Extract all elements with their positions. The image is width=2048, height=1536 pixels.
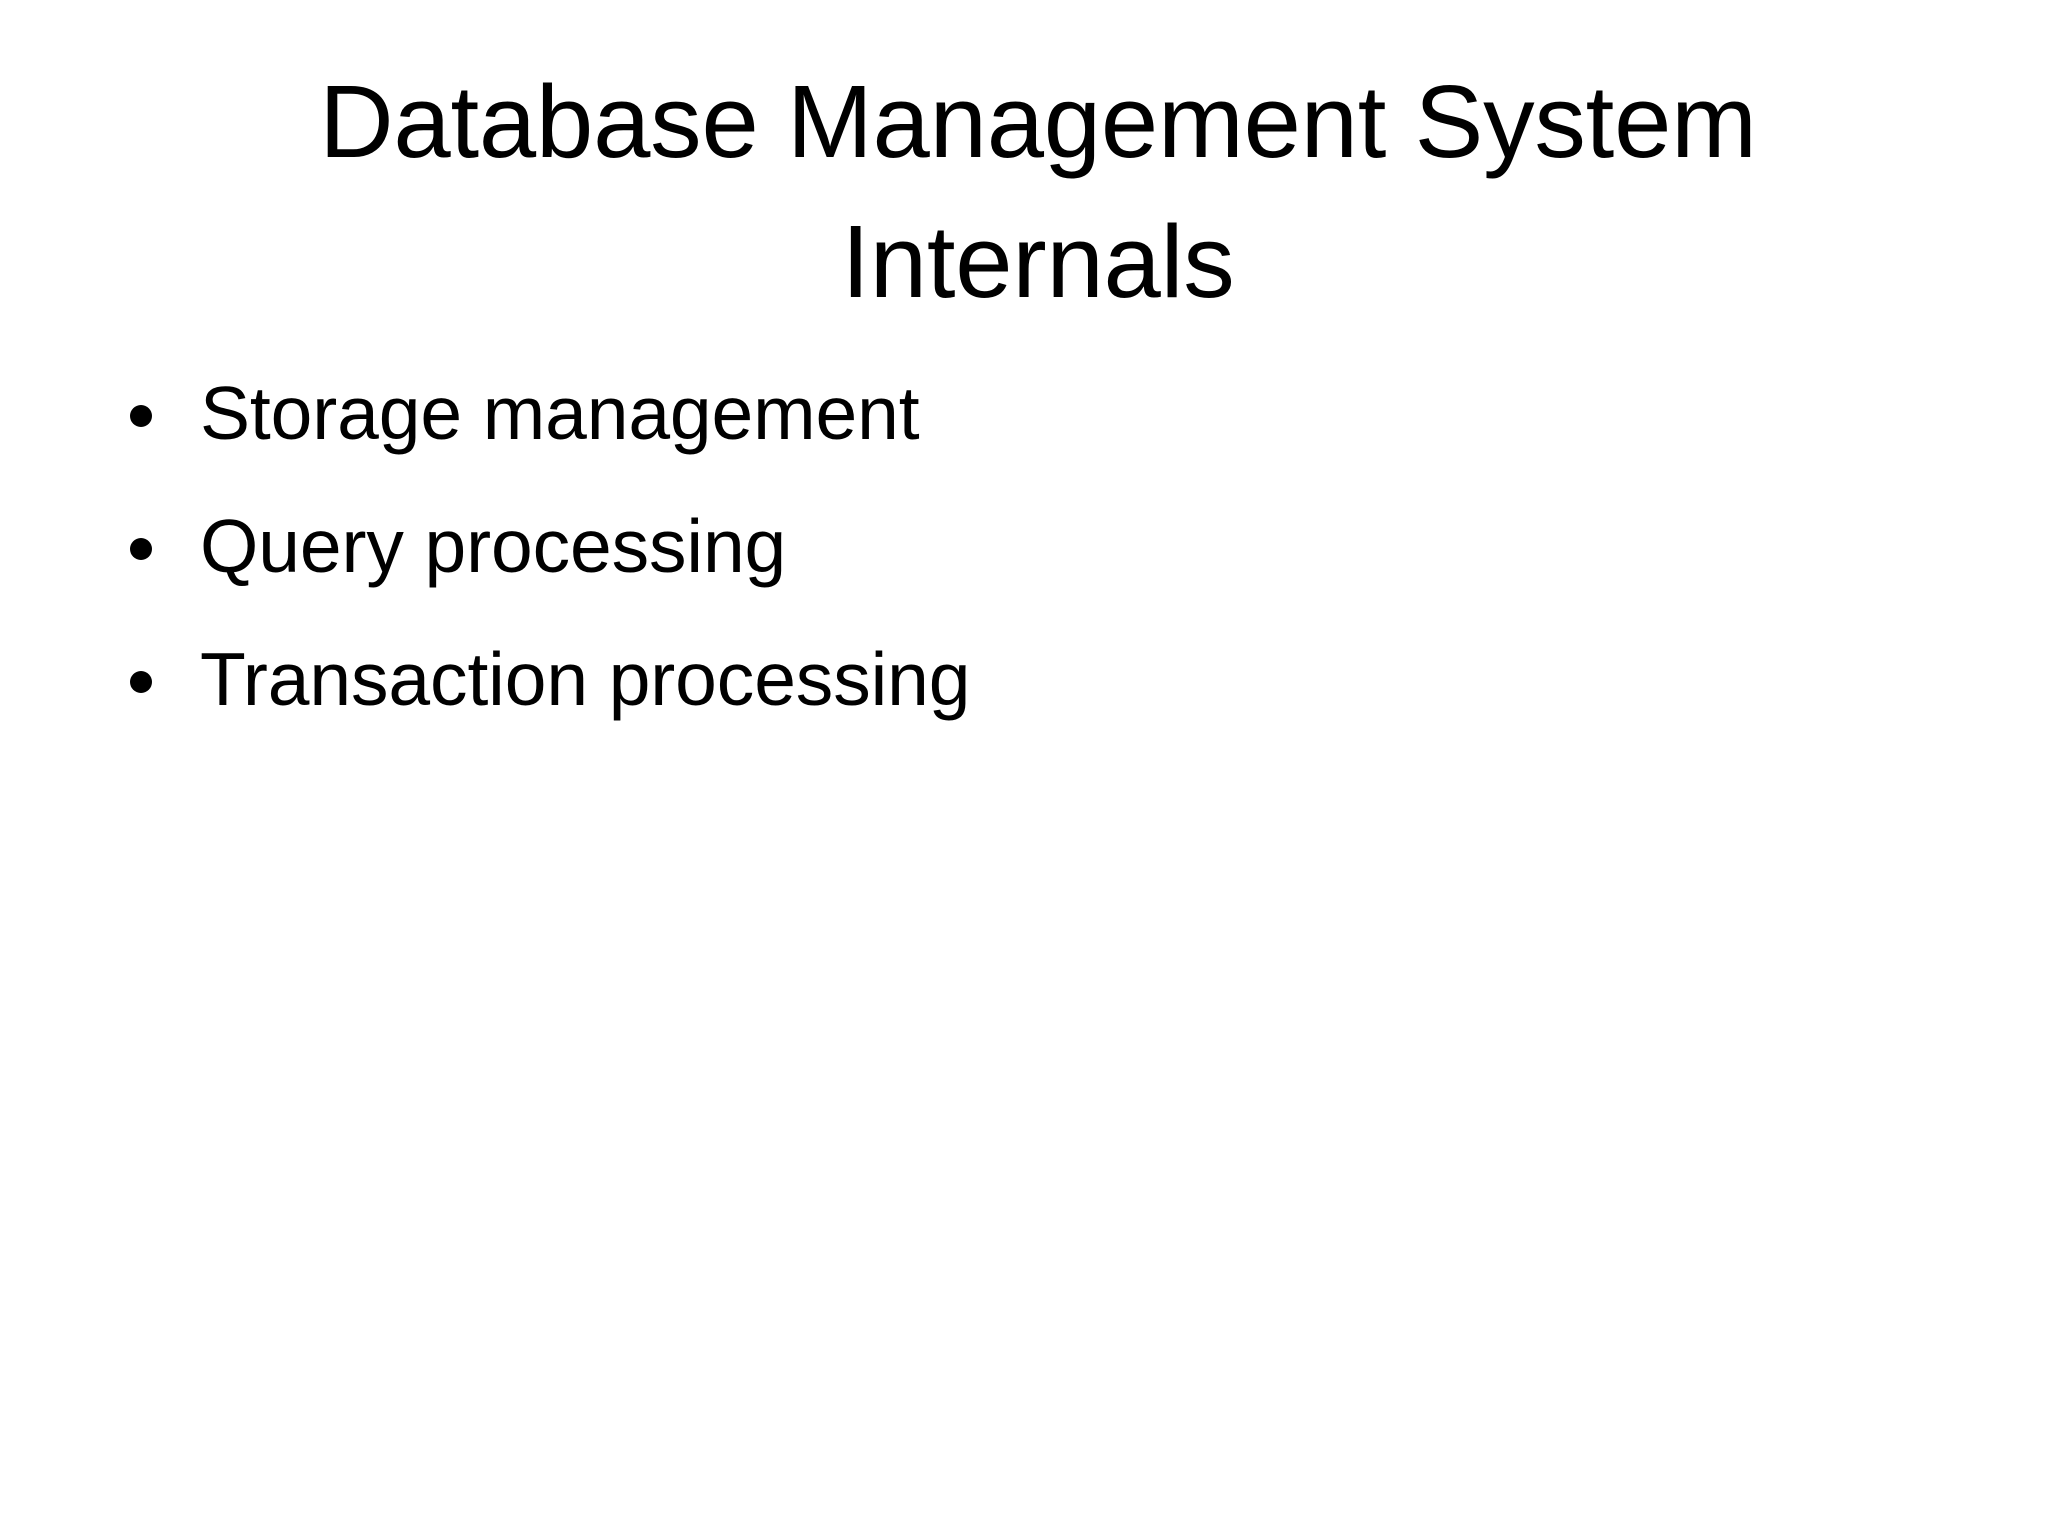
list-item: Query processing — [0, 501, 2048, 634]
list-item-label: Transaction processing — [200, 637, 971, 721]
list-item-label: Query processing — [200, 504, 787, 588]
bullet-point-icon — [130, 671, 152, 693]
list-item: Storage management — [0, 368, 2048, 501]
slide-title-block: Database Management System Internals — [120, 52, 1956, 332]
bullet-point-icon — [130, 538, 152, 560]
page-title: Database Management System Internals — [319, 64, 1757, 319]
bullet-point-icon — [130, 405, 152, 427]
list-item-label: Storage management — [200, 371, 920, 455]
bullet-list: Storage management Query processing Tran… — [0, 368, 2048, 767]
list-item: Transaction processing — [0, 634, 2048, 767]
